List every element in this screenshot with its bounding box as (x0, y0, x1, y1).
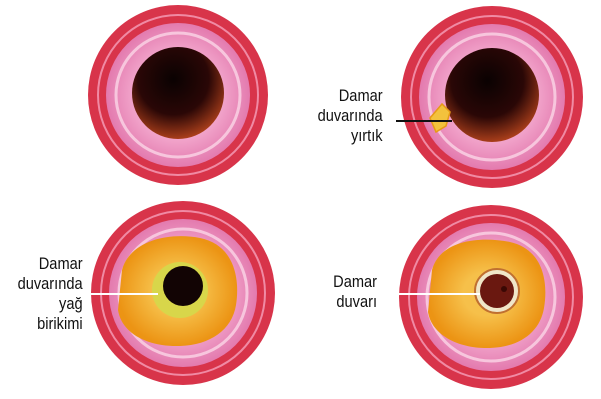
lumen (163, 266, 203, 306)
fat-buildup-label: Damar duvarında yağ birikimi (18, 254, 83, 334)
lumen (445, 48, 539, 142)
lumen (132, 47, 224, 139)
torn-artery (396, 6, 583, 188)
vessel-wall-label: Damar duvarı (333, 272, 377, 312)
fat-buildup-artery (88, 201, 275, 385)
healthy-artery (88, 5, 268, 185)
blocked-artery (398, 205, 583, 389)
tear-label: Damar duvarında yırtık (318, 86, 383, 146)
blood-clot (480, 274, 514, 308)
